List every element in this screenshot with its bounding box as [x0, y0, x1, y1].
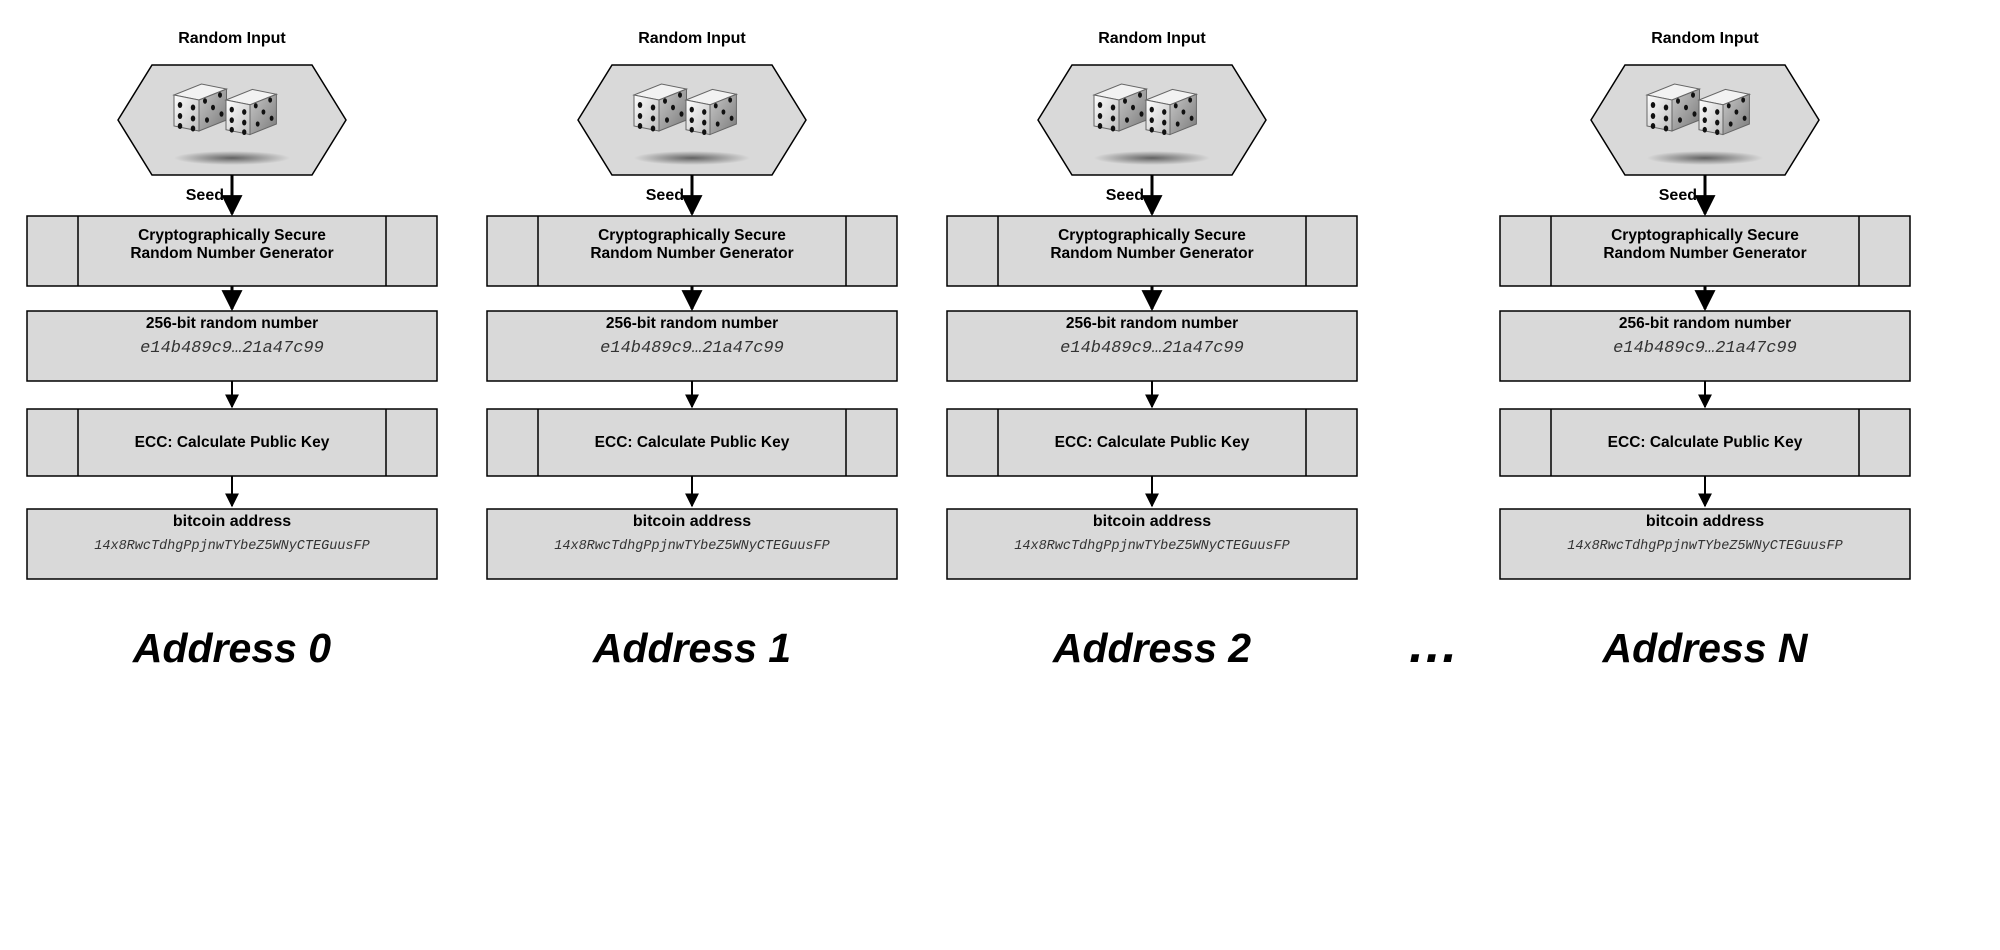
- ecc-label: ECC: Calculate Public Key: [1055, 434, 1250, 451]
- dice-icon: [1092, 83, 1210, 165]
- seed-label: Seed: [1659, 187, 1697, 204]
- bitcoin-address-title: bitcoin address: [633, 513, 751, 530]
- bitcoin-address-title: bitcoin address: [1093, 513, 1211, 530]
- address-caption: Address 0: [132, 625, 331, 671]
- address-caption: Address N: [1601, 625, 1808, 671]
- csrng-box: [946, 215, 1358, 287]
- bitcoin-address-value: 14x8RwcTdhgPpjnwTYbeZ5WNyCTEGuusFP: [1014, 539, 1289, 554]
- ecc-box: [486, 408, 898, 477]
- random-number-title: 256-bit random number: [1619, 315, 1791, 332]
- csrng-label-line2: Random Number Generator: [130, 245, 333, 262]
- csrng-box: [486, 215, 898, 287]
- random-number-box: [486, 310, 898, 382]
- bitcoin-address-box: [946, 508, 1358, 580]
- random-input-label: Random Input: [1098, 30, 1206, 47]
- address-caption: Address 1: [592, 625, 791, 671]
- bitcoin-address-value: 14x8RwcTdhgPpjnwTYbeZ5WNyCTEGuusFP: [554, 539, 829, 554]
- csrng-label-line2: Random Number Generator: [1603, 245, 1806, 262]
- csrng-label-line2: Random Number Generator: [1050, 245, 1253, 262]
- ecc-box: [1499, 408, 1911, 477]
- bitcoin-address-box: [486, 508, 898, 580]
- csrng-box: [1499, 215, 1911, 287]
- ecc-label: ECC: Calculate Public Key: [135, 434, 330, 451]
- random-input-label: Random Input: [178, 30, 286, 47]
- random-input-label: Random Input: [1651, 30, 1759, 47]
- random-number-title: 256-bit random number: [1066, 315, 1238, 332]
- csrng-label-line1: Cryptographically Secure: [1058, 227, 1246, 244]
- random-number-title: 256-bit random number: [606, 315, 778, 332]
- bitcoin-address-title: bitcoin address: [173, 513, 291, 530]
- random-number-value: e14b489c9…21a47c99: [600, 339, 784, 358]
- csrng-label-line1: Cryptographically Secure: [1611, 227, 1799, 244]
- random-number-title: 256-bit random number: [146, 315, 318, 332]
- address-caption: Address 2: [1052, 625, 1251, 671]
- ecc-label: ECC: Calculate Public Key: [595, 434, 790, 451]
- ecc-label: ECC: Calculate Public Key: [1608, 434, 1803, 451]
- bitcoin-address-box: [1499, 508, 1911, 580]
- bitcoin-address-value: 14x8RwcTdhgPpjnwTYbeZ5WNyCTEGuusFP: [94, 539, 369, 554]
- dice-icon: [632, 83, 750, 165]
- csrng-label-line1: Cryptographically Secure: [138, 227, 326, 244]
- ecc-box: [946, 408, 1358, 477]
- seed-label: Seed: [1106, 187, 1144, 204]
- random-number-box: [946, 310, 1358, 382]
- seed-label: Seed: [646, 187, 684, 204]
- csrng-label-line1: Cryptographically Secure: [598, 227, 786, 244]
- csrng-label-line2: Random Number Generator: [590, 245, 793, 262]
- ellipsis: …: [1407, 616, 1459, 674]
- random-input-label: Random Input: [638, 30, 746, 47]
- ecc-box: [26, 408, 438, 477]
- seed-label: Seed: [186, 187, 224, 204]
- dice-icon: [1645, 83, 1763, 165]
- bitcoin-address-title: bitcoin address: [1646, 513, 1764, 530]
- dice-icon: [172, 83, 290, 165]
- csrng-box: [26, 215, 438, 287]
- random-number-value: e14b489c9…21a47c99: [140, 339, 324, 358]
- random-number-value: e14b489c9…21a47c99: [1060, 339, 1244, 358]
- random-number-box: [1499, 310, 1911, 382]
- bitcoin-address-box: [26, 508, 438, 580]
- bitcoin-address-value: 14x8RwcTdhgPpjnwTYbeZ5WNyCTEGuusFP: [1567, 539, 1842, 554]
- random-number-value: e14b489c9…21a47c99: [1613, 339, 1797, 358]
